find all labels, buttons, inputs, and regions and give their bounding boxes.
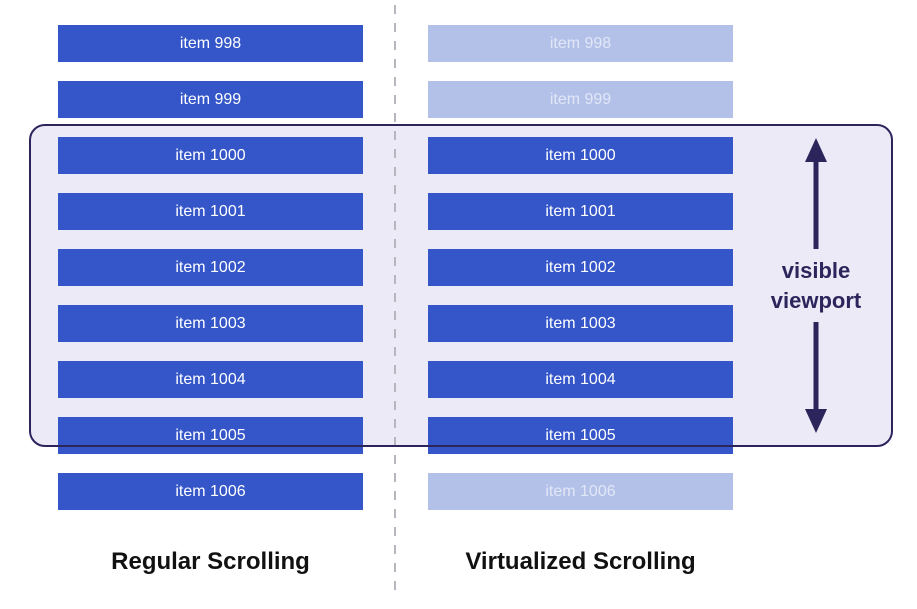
viewport-annotation: visible viewport (755, 137, 877, 434)
list-item-label: item 1003 (545, 314, 616, 332)
up-arrow-icon (805, 138, 827, 249)
list-item: item 1001 (58, 193, 363, 230)
list-item-unrendered: item 999 (428, 81, 733, 118)
virtualized-scrolling-column: item 998 item 999 item 1000 item 1001 it… (428, 25, 733, 510)
regular-scrolling-label: Regular Scrolling (111, 548, 310, 575)
list-item: item 1002 (428, 249, 733, 286)
list-item-label: item 999 (179, 90, 242, 108)
regular-scrolling-column: item 998 item 999 item 1000 item 1001 it… (58, 25, 363, 510)
list-item-label: item 1006 (545, 482, 616, 500)
list-item: item 1005 (428, 417, 733, 454)
list-item: item 1005 (58, 417, 363, 454)
list-item: item 1003 (428, 305, 733, 342)
list-item-label: item 1000 (175, 146, 246, 164)
list-item: item 1004 (428, 361, 733, 398)
list-item: item 1006 (58, 473, 363, 510)
list-item: item 1002 (58, 249, 363, 286)
list-item-unrendered: item 998 (428, 25, 733, 62)
list-item: item 998 (58, 25, 363, 62)
list-item-label: item 1003 (175, 314, 246, 332)
list-item: item 1000 (428, 137, 733, 174)
list-item-label: item 1004 (545, 370, 616, 388)
column-divider-line (394, 5, 396, 591)
list-item: item 1004 (58, 361, 363, 398)
list-item-label: item 1002 (545, 258, 616, 276)
list-item: item 999 (58, 81, 363, 118)
list-item-label: item 1004 (175, 370, 246, 388)
list-item-label: item 999 (549, 90, 612, 108)
list-item-label: item 1005 (545, 426, 616, 444)
list-item-label: item 1006 (175, 482, 246, 500)
list-item-label: item 1001 (545, 202, 616, 220)
list-item-label: item 1000 (545, 146, 616, 164)
list-item-label: item 1002 (175, 258, 246, 276)
list-item-label: item 998 (549, 34, 612, 52)
down-arrow-icon (805, 322, 827, 434)
list-item-unrendered: item 1006 (428, 473, 733, 510)
list-item: item 1003 (58, 305, 363, 342)
list-item-label: item 1001 (175, 202, 246, 220)
list-item: item 1001 (428, 193, 733, 230)
viewport-label: visible viewport (770, 258, 862, 313)
list-item-label: item 998 (179, 34, 242, 52)
list-item-label: item 1005 (175, 426, 246, 444)
virtualized-scrolling-label: Virtualized Scrolling (465, 548, 696, 575)
list-item: item 1000 (58, 137, 363, 174)
